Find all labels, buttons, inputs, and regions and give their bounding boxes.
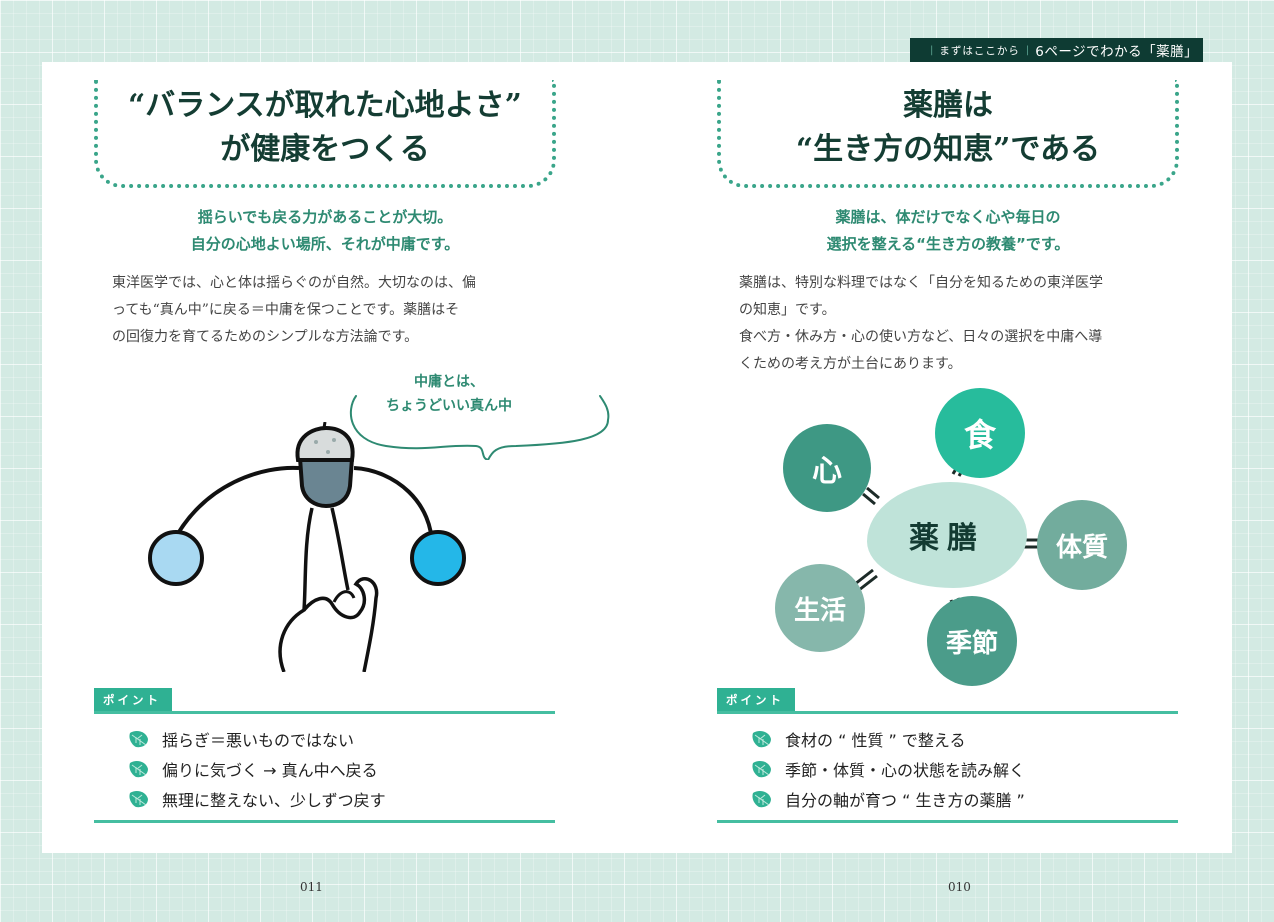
point-text: 自分の軸が育つ “ 生き方の薬膳 ” <box>785 791 1025 810</box>
point-item: 無理に整えない、少しずつ戻す <box>128 784 386 814</box>
left-lead-line1: 揺らいでも戻る力があることが大切。 <box>197 208 453 226</box>
header-divider: | <box>1025 44 1030 56</box>
point-item: 自分の軸が育つ “ 生き方の薬膳 ” <box>751 784 1025 814</box>
header-sub-label: まずはここから <box>939 44 1020 57</box>
book-spread: “バランスが取れた心地よさ” が健康をつくる 揺らいでも戻る力があることが大切。… <box>42 62 1232 853</box>
point-text: 無理に整えない、少しずつ戻す <box>162 791 386 810</box>
leaf-icon <box>752 731 771 748</box>
right-body-line3: 食べ方・休み方・心の使い方など、日々の選択を中庸へ導 <box>739 329 1103 345</box>
right-body-line2: の知恵」です。 <box>739 302 836 318</box>
left-page: “バランスが取れた心地よさ” が健康をつくる 揺らいでも戻る力があることが大切。… <box>94 62 610 853</box>
bubble-line1: 中庸とは、 <box>414 374 484 390</box>
right-lead-line1: 薬膳は、体だけでなく心や毎日の <box>835 208 1061 226</box>
leaf-icon <box>752 791 771 808</box>
point-item: 季節・体質・心の状態を読み解く <box>751 754 1025 784</box>
right-body-text: 薬膳は、特別な料理ではなく「自分を知るための東洋医学 の知恵」です。 食べ方・休… <box>739 270 1179 378</box>
point-text: 食材の “ 性質 ” で整える <box>785 731 966 750</box>
balance-toy-illustration-icon <box>148 422 466 672</box>
left-point-list: 揺らぎ＝悪いものではない 偏りに気づく → 真ん中へ戻る 無理に整えない、少しず… <box>128 724 386 814</box>
diagram-node-constitution: 体質 <box>1037 500 1127 590</box>
diagram-node-season: 季節 <box>927 596 1017 686</box>
speech-bubble-text: 中庸とは、 ちょうどいい真ん中 <box>344 370 554 418</box>
left-body-line3: の回復力を育てるためのシンプルな方法論です。 <box>112 329 419 345</box>
left-title-line1: “バランスが取れた心地よさ” <box>128 88 522 123</box>
leaf-icon <box>752 761 771 778</box>
header-main-label: 6ページでわかる「薬膳」 <box>1035 44 1199 60</box>
left-body-text: 東洋医学では、心と体は揺らぐのが自然。大切なのは、偏 っても“真ん中”に戻る＝中… <box>112 270 542 351</box>
left-page-number: 011 <box>300 880 323 894</box>
point-item: 食材の “ 性質 ” で整える <box>751 724 1025 754</box>
right-point-list: 食材の “ 性質 ” で整える 季節・体質・心の状態を読み解く 自分の軸が育つ … <box>751 724 1025 814</box>
speech-bubble-icon <box>349 395 610 460</box>
point-text: 揺らぎ＝悪いものではない <box>162 731 355 750</box>
right-lead-line2: 選択を整える“生き方の教養”です。 <box>826 235 1070 253</box>
diagram-node-heart: 心 <box>783 424 871 512</box>
point-item: 偏りに気づく → 真ん中へ戻る <box>128 754 386 784</box>
right-page-number: 010 <box>948 880 971 894</box>
leaf-icon <box>129 761 148 778</box>
right-page: 薬膳は “生き方の知恵”である 薬膳は、体だけでなく心や毎日の 選択を整える“生… <box>717 62 1197 853</box>
point-text: 偏りに気づく → 真ん中へ戻る <box>162 761 378 780</box>
header-divider: | <box>930 44 934 56</box>
point-tag: ポイント <box>717 688 795 712</box>
yakuzen-diagram: 薬膳 心 食 体質 生活 季節 <box>717 382 1187 692</box>
leaf-icon <box>129 791 148 808</box>
point-rule-bottom <box>717 820 1178 823</box>
point-rule-top <box>717 711 1178 714</box>
left-lead-line2: 自分の心地よい場所、それが中庸です。 <box>190 235 460 253</box>
right-body-line4: くための考え方が土台にあります。 <box>739 356 962 372</box>
right-title-line1: 薬膳は <box>903 88 993 123</box>
left-lead-text: 揺らいでも戻る力があることが大切。 自分の心地よい場所、それが中庸です。 <box>94 204 556 258</box>
right-title-line2: “生き方の知恵”である <box>795 132 1101 167</box>
right-title-frame: 薬膳は “生き方の知恵”である <box>717 80 1179 188</box>
left-body-line2: っても“真ん中”に戻る＝中庸を保つことです。薬膳はそ <box>112 302 460 318</box>
leaf-icon <box>129 731 148 748</box>
left-body-line1: 東洋医学では、心と体は揺らぐのが自然。大切なのは、偏 <box>112 275 476 291</box>
right-lead-text: 薬膳は、体だけでなく心や毎日の 選択を整える“生き方の教養”です。 <box>717 204 1179 258</box>
diagram-center-node: 薬膳 <box>867 482 1027 588</box>
bubble-line2: ちょうどいい真ん中 <box>386 398 512 414</box>
point-rule-bottom <box>94 820 555 823</box>
chapter-header: | まずはここから | 6ページでわかる「薬膳」 <box>910 38 1203 62</box>
right-body-line1: 薬膳は、特別な料理ではなく「自分を知るための東洋医学 <box>739 275 1103 291</box>
diagram-node-food: 食 <box>935 388 1025 478</box>
left-title-frame: “バランスが取れた心地よさ” が健康をつくる <box>94 80 556 188</box>
point-item: 揺らぎ＝悪いものではない <box>128 724 386 754</box>
point-text: 季節・体質・心の状態を読み解く <box>785 761 1026 780</box>
point-tag: ポイント <box>94 688 172 712</box>
diagram-node-lifestyle: 生活 <box>775 564 865 652</box>
point-rule-top <box>94 711 555 714</box>
left-title-line2: が健康をつくる <box>220 132 430 167</box>
